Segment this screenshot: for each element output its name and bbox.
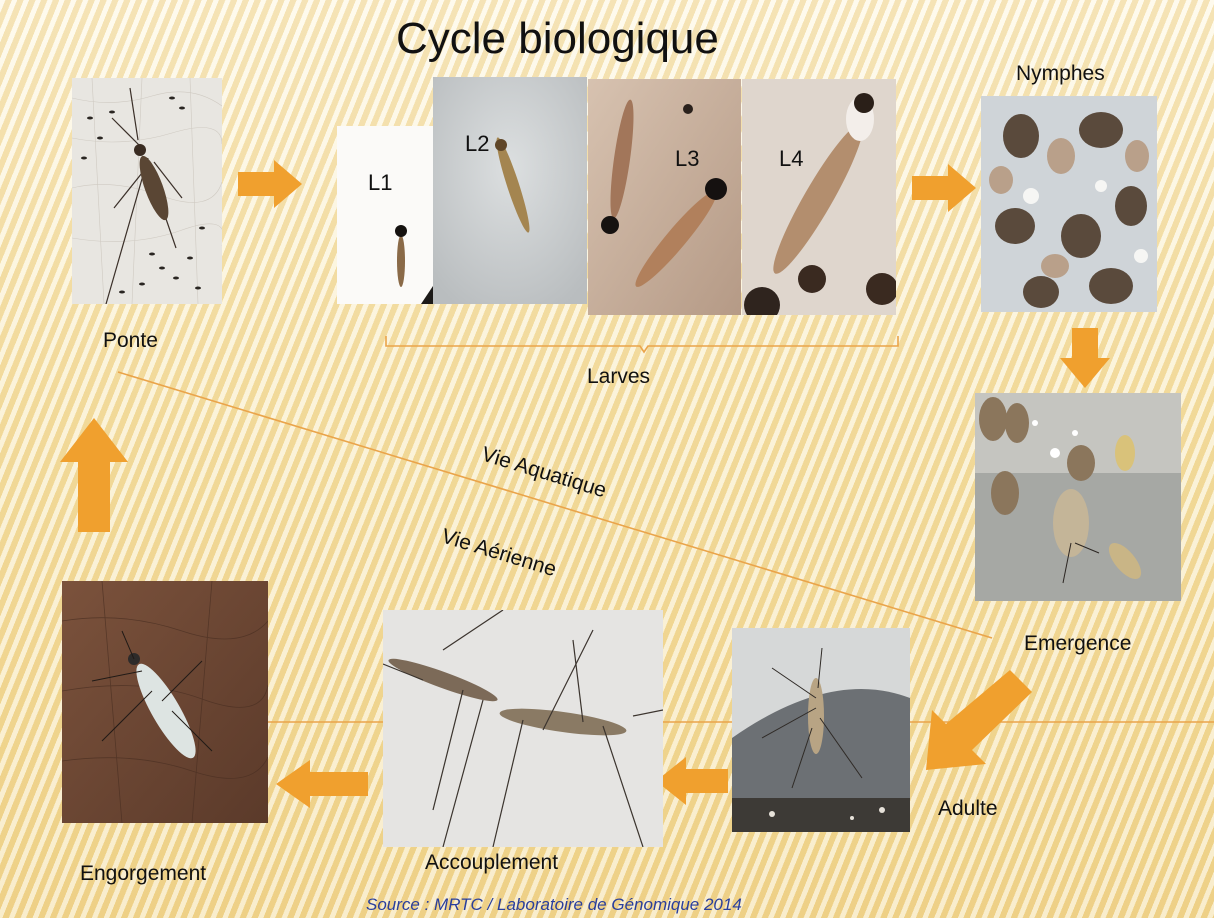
accouplement-photo: [383, 610, 663, 847]
stage-label-emergence: Emergence: [1024, 632, 1131, 656]
larva-l3-photo: [588, 79, 741, 315]
arrow-left-icon: [276, 760, 368, 808]
larva-label-l4: L4: [779, 146, 803, 172]
page-title: Cycle biologique: [396, 14, 719, 64]
larva-label-l1: L1: [368, 170, 392, 196]
stage-label-nymphes: Nymphes: [1016, 62, 1105, 86]
larva-l4-photo: [742, 79, 896, 315]
larva-l2-photo: [433, 77, 587, 304]
nymphes-photo: [981, 96, 1157, 312]
stage-label-larves: Larves: [587, 365, 650, 389]
arrow-down-left-icon: [920, 670, 1032, 770]
stage-label-engorgement: Engorgement: [80, 862, 206, 886]
zone-label-aquatic: Vie Aquatique: [478, 443, 609, 504]
ponte-photo: [72, 78, 222, 304]
larves-brace: [386, 336, 898, 352]
larva-l1-photo: [337, 126, 433, 304]
arrow-left-icon: [656, 757, 728, 805]
emergence-photo: [975, 393, 1181, 601]
arrow-right-icon: [912, 164, 976, 212]
larva-label-l3: L3: [675, 146, 699, 172]
arrow-right-icon: [238, 160, 302, 208]
stage-label-adulte: Adulte: [938, 797, 998, 821]
adulte-photo: [732, 628, 910, 832]
stage-label-ponte: Ponte: [103, 329, 158, 353]
source-caption: Source : MRTC / Laboratoire de Génomique…: [366, 895, 742, 915]
stage-label-accouplement: Accouplement: [425, 851, 558, 875]
larva-label-l2: L2: [465, 131, 489, 157]
arrow-up-icon: [60, 418, 128, 532]
zone-label-aerial: Vie Aérienne: [438, 525, 559, 583]
engorgement-photo: [62, 581, 268, 823]
arrow-down-icon: [1060, 328, 1110, 388]
